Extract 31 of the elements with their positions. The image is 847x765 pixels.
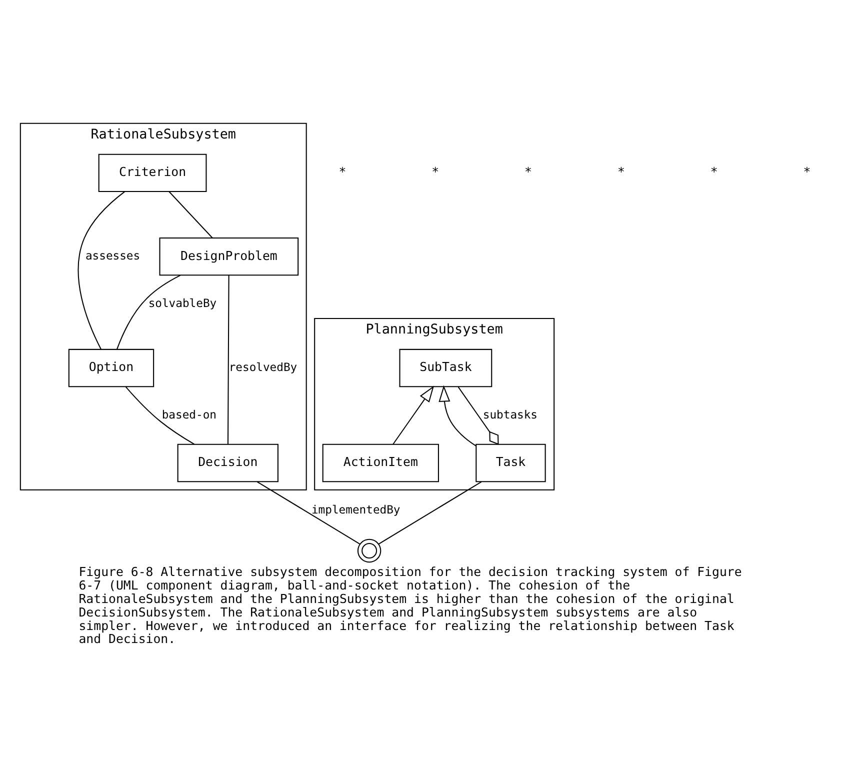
label: *: [524, 164, 532, 179]
connector: [256, 480, 360, 544]
connector: [227, 274, 230, 444]
label: *: [338, 164, 346, 179]
node-box: Criterion: [98, 153, 207, 192]
node-circle: [357, 538, 382, 562]
connector: [78, 190, 125, 349]
node-box: Option: [68, 348, 154, 387]
label: *: [617, 164, 625, 179]
connector: [168, 190, 213, 238]
node-box: DesignProblem: [159, 236, 299, 276]
label: *: [432, 164, 440, 179]
node-box: Task: [476, 443, 546, 482]
connector: [458, 386, 499, 444]
arrow: [438, 384, 476, 446]
node-box: Decision: [177, 443, 278, 482]
edge-label: assesses: [85, 248, 140, 262]
caption: Figure 6-8 Alternative subsystem decomposition for the decision tracking system of Figure 6-7 (UML component diagram, ball-and-socket notation). The cohesion of the RationaleSubsystem and the PlanningSubsystem is higher than the cohesion of the original DecisionSubsystem. The RationaleSubsystem and PlanningSubsystem subsystems are also simpler. However, we introduced an interface for realizing the relationship between Task and Decision.: [78, 564, 742, 646]
edge-label: based-on: [162, 406, 216, 421]
edge-label: implementedBy: [311, 502, 400, 516]
edge-label: solvableBy: [148, 295, 217, 310]
edge-label: subtasks: [482, 406, 538, 421]
arrow: [392, 385, 434, 444]
node-box: SubTask: [399, 348, 492, 387]
label: *: [710, 164, 718, 179]
edge-label: resolvedBy: [228, 359, 298, 374]
node-box: ActionItem: [322, 443, 439, 482]
connector: [378, 480, 482, 544]
connector: [116, 274, 181, 349]
label: *: [803, 164, 811, 179]
connector: [125, 386, 195, 444]
